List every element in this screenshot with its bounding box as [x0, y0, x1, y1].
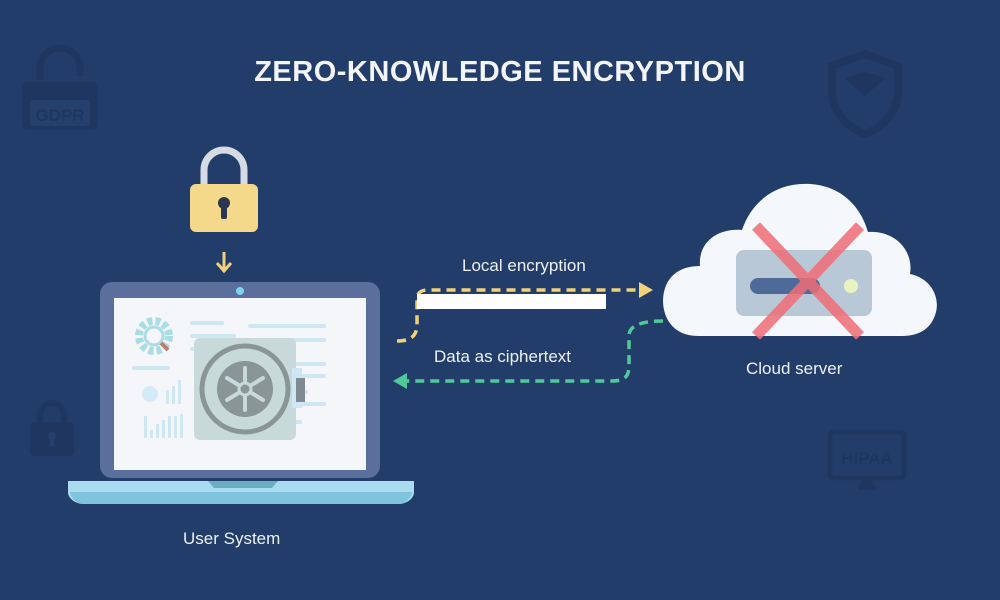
svg-text:HIPAA: HIPAA	[841, 449, 893, 468]
diagram-title: ZERO-KNOWLEDGE ENCRYPTION	[254, 56, 746, 88]
ciphertext-label: Data as ciphertext	[434, 347, 572, 366]
flow-arrows	[385, 270, 665, 405]
hipaa-monitor-icon: HIPAA	[826, 424, 908, 494]
redaction-bar	[417, 294, 606, 309]
shield-icon	[822, 48, 908, 138]
ciphertext-arrow	[405, 319, 664, 383]
local-encryption-arrow	[396, 288, 643, 343]
cloud-server	[658, 170, 942, 345]
local-encryption-label: Local encryption	[462, 256, 586, 275]
user-system-laptop	[68, 282, 414, 519]
gdpr-lock-icon: GDPR	[18, 40, 102, 132]
encryption-key-padlock-icon	[188, 140, 260, 281]
padlock-icon	[28, 398, 76, 458]
blocked-cross-icon	[752, 222, 864, 340]
cloud-server-label: Cloud server	[746, 359, 843, 378]
vault-icon	[194, 338, 305, 440]
settings-search-icon	[135, 317, 173, 355]
user-system-label: User System	[183, 529, 281, 548]
svg-text:GDPR: GDPR	[35, 106, 84, 125]
